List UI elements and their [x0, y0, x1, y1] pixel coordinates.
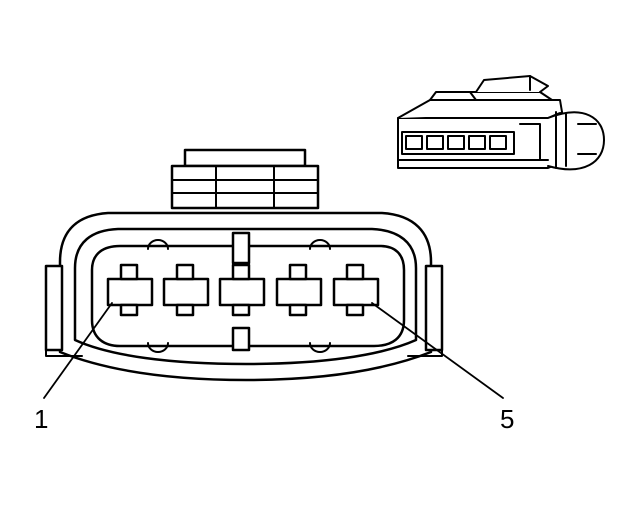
- locking-tab: [170, 148, 320, 210]
- cavity-bumps: [147, 239, 331, 353]
- terminal-pin-4: [275, 263, 323, 317]
- connector-inner-rim: [73, 227, 418, 366]
- iso-terminal-slots: [405, 135, 507, 150]
- terminal-pin-5: [332, 263, 380, 317]
- key-post-top: [231, 231, 251, 265]
- side-latch-right: [424, 264, 444, 352]
- terminal-pin-2: [162, 263, 210, 317]
- side-latch-left: [44, 264, 64, 352]
- pin-label-first: 1: [34, 404, 49, 434]
- connector-face-view: [43, 148, 504, 399]
- leader-line-pin-5: [371, 302, 504, 399]
- terminal-pin-1: [106, 263, 154, 317]
- terminal-cavity: [90, 244, 406, 348]
- pin-label-last: 5: [500, 404, 515, 434]
- terminal-row: [106, 263, 380, 317]
- leader-line-pin-1: [43, 302, 113, 399]
- key-post-bottom: [231, 326, 251, 352]
- connector-isometric-view: [397, 75, 605, 171]
- terminal-pin-3: [218, 263, 266, 317]
